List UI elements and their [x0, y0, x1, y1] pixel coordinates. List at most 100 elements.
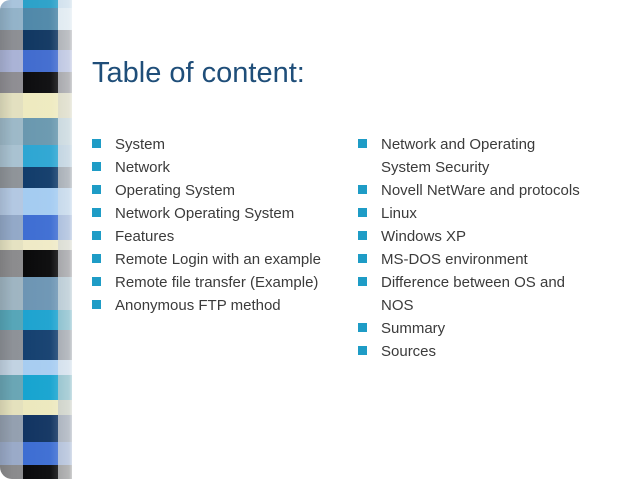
mosaic-tile	[23, 442, 58, 465]
toc-item: Features	[92, 225, 358, 248]
mosaic-tile	[0, 215, 23, 240]
mosaic-tile	[23, 8, 58, 30]
mosaic-tile	[0, 145, 23, 167]
mosaic-tile	[58, 415, 72, 442]
mosaic-band	[0, 277, 72, 310]
mosaic-tile	[0, 360, 23, 375]
bullet-square-icon	[358, 323, 367, 332]
mosaic-band	[0, 8, 72, 30]
mosaic-tile	[0, 0, 23, 8]
mosaic-tile	[0, 400, 23, 415]
bullet-square-icon	[92, 185, 101, 194]
bullet-square-icon	[358, 208, 367, 217]
bullet-square-icon	[92, 300, 101, 309]
mosaic-tile	[58, 400, 72, 415]
mosaic-tile	[23, 465, 58, 479]
mosaic-tile	[23, 360, 58, 375]
mosaic-tile	[0, 188, 23, 215]
mosaic-tile	[23, 330, 58, 360]
bullet-square-icon	[92, 277, 101, 286]
toc-item: Network	[92, 156, 358, 179]
mosaic-band	[0, 310, 72, 330]
mosaic-tile	[23, 118, 58, 145]
mosaic-tile	[0, 240, 23, 250]
mosaic-tile	[0, 442, 23, 465]
mosaic-tile	[58, 167, 72, 188]
bullet-square-icon	[92, 208, 101, 217]
toc-item-label: Network	[115, 159, 171, 176]
toc-item-label: Difference between OS and NOS	[381, 274, 566, 314]
mosaic-tile	[58, 145, 72, 167]
mosaic-tile	[58, 50, 72, 72]
toc-item: Sources	[358, 340, 604, 363]
toc-item: Anonymous FTP method	[92, 294, 358, 317]
mosaic-tile	[23, 0, 58, 8]
mosaic-tile	[0, 93, 23, 118]
mosaic-band	[0, 215, 72, 240]
mosaic-tile	[23, 50, 58, 72]
toc-item: Linux	[358, 202, 604, 225]
mosaic-band	[0, 118, 72, 145]
bullet-square-icon	[358, 185, 367, 194]
mosaic-tile	[58, 118, 72, 145]
mosaic-tile	[23, 215, 58, 240]
mosaic-tile	[23, 188, 58, 215]
mosaic-tile	[58, 465, 72, 479]
mosaic-tile	[58, 330, 72, 360]
toc-item: Summary	[358, 317, 604, 340]
mosaic-tile	[0, 167, 23, 188]
mosaic-tile	[58, 250, 72, 277]
mosaic-tile	[0, 310, 23, 330]
toc-item: Remote file transfer (Example)	[92, 271, 358, 294]
mosaic-tile	[58, 375, 72, 400]
toc-item: Remote Login with an example	[92, 248, 358, 271]
mosaic-tile	[23, 250, 58, 277]
mosaic-tile	[58, 72, 72, 93]
mosaic-tile	[58, 93, 72, 118]
toc-item: System	[92, 133, 358, 156]
mosaic-band	[0, 93, 72, 118]
mosaic-tile	[58, 188, 72, 215]
toc-item: Novell NetWare and protocols	[358, 179, 604, 202]
mosaic-tile	[58, 8, 72, 30]
mosaic-band	[0, 167, 72, 188]
mosaic-tile	[58, 442, 72, 465]
mosaic-band	[0, 72, 72, 93]
mosaic-band	[0, 250, 72, 277]
mosaic-tile	[23, 145, 58, 167]
mosaic-band	[0, 330, 72, 360]
mosaic-tile	[58, 215, 72, 240]
mosaic-tile	[23, 72, 58, 93]
toc-item-label: Remote file transfer (Example)	[115, 274, 319, 291]
mosaic-tile	[58, 30, 72, 50]
toc-item: Network Operating System	[92, 202, 358, 225]
mosaic-tile	[58, 310, 72, 330]
mosaic-tile	[0, 118, 23, 145]
mosaic-band	[0, 30, 72, 50]
mosaic-tile	[23, 415, 58, 442]
mosaic-band	[0, 145, 72, 167]
toc-item-label: Linux	[381, 205, 417, 222]
mosaic-tile	[23, 277, 58, 310]
mosaic-band	[0, 400, 72, 415]
mosaic-tile	[23, 93, 58, 118]
bullet-square-icon	[92, 162, 101, 171]
mosaic-band	[0, 0, 72, 8]
toc-item: Windows XP	[358, 225, 604, 248]
mosaic-tile	[0, 415, 23, 442]
toc-item-label: System	[115, 136, 166, 153]
bullet-square-icon	[358, 346, 367, 355]
mosaic-band	[0, 442, 72, 465]
toc-item-label: Operating System	[115, 182, 236, 199]
toc-item: Operating System	[92, 179, 358, 202]
toc-item-label: Network Operating System	[115, 205, 295, 222]
slide-title: Table of content:	[92, 57, 305, 89]
mosaic-tile	[23, 400, 58, 415]
mosaic-band	[0, 50, 72, 72]
mosaic-band	[0, 415, 72, 442]
mosaic-tile	[23, 240, 58, 250]
bullet-square-icon	[358, 231, 367, 240]
mosaic-band	[0, 240, 72, 250]
